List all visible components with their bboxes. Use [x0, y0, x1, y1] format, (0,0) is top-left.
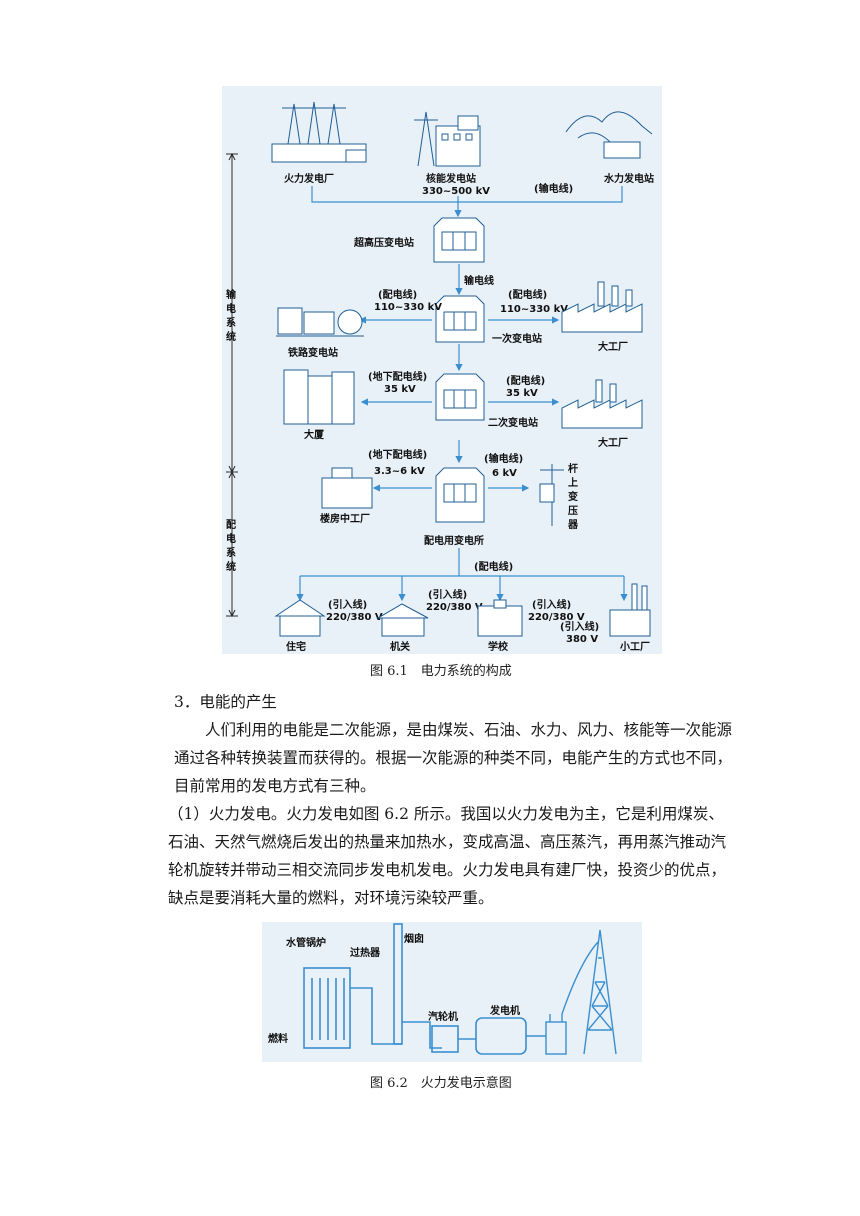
thermal-power-figure: 水管锅炉 过热器 烟囱 燃料 汽轮机 发电机	[262, 922, 642, 1062]
transmission-system-label-4: 统	[226, 330, 236, 343]
pole-transformer-label-4: 压	[568, 505, 578, 517]
transmission-line-label: (输电线)	[534, 182, 573, 195]
lead-in-voltage-4-label: 380 V	[566, 634, 598, 645]
secondary-substation-label: 二次变电站	[488, 416, 538, 429]
turbine-icon	[431, 1025, 476, 1053]
superheater-label: 过热器	[350, 946, 381, 959]
dist-voltage-right-label: 110~330 kV	[500, 304, 568, 315]
underground-line-2-label: (地下配电线)	[368, 448, 427, 461]
transmission-system-label-3: 系	[226, 316, 236, 329]
dist-voltage-35-label: 35 kV	[506, 388, 538, 399]
lead-in-4-label: (引入线)	[560, 620, 599, 633]
pole-transformer-label-1: 杆	[568, 462, 578, 475]
school-icon	[477, 599, 523, 637]
thermal-plant-icon	[271, 101, 367, 163]
big-factory-1-label: 大工厂	[598, 340, 628, 353]
nuclear-plant-icon	[414, 111, 481, 167]
railway-substation-label: 铁路变电站	[288, 346, 338, 359]
transmission-line-2-label: 输电线	[464, 274, 494, 287]
lead-in-voltage-2-label: 220/380 V	[426, 602, 483, 613]
power-system-figure: 火力发电厂 核能发电站 330~500 kV (输电线) 水力发电站 超高压变电…	[222, 86, 662, 654]
dist-line-bottom-label: (配电线)	[474, 560, 513, 573]
distribution-substation-icon	[435, 467, 485, 523]
paragraph-1: 人们利用的电能是二次能源，是由煤炭、石油、水力、风力、核能等一次能源通过各种转换…	[174, 721, 733, 795]
generator-icon	[475, 1017, 546, 1055]
fuel-label: 燃料	[268, 1032, 288, 1045]
residence-icon	[274, 599, 326, 637]
distribution-substation-label: 配电用变电所	[424, 534, 484, 547]
nuclear-plant-label: 核能发电站	[426, 172, 476, 185]
generator-label: 发电机	[489, 1004, 520, 1017]
lead-in-3-label: (引入线)	[532, 598, 571, 611]
figure1-caption: 图 6.1 电力系统的构成	[370, 664, 512, 679]
pole-transformer-icon	[539, 464, 564, 526]
power-system-diagram: 火力发电厂 核能发电站 330~500 kV (输电线) 水力发电站 超高压变电…	[226, 101, 654, 653]
turbine-label: 汽轮机	[428, 1010, 458, 1023]
distribution-system-label-4: 统	[226, 560, 236, 573]
distribution-bus	[296, 548, 628, 602]
school-label: 学校	[488, 640, 509, 653]
office-label: 机关	[390, 640, 410, 653]
system-bracket	[226, 152, 238, 618]
residence-label: 住宅	[286, 640, 306, 653]
dist-line-right-label: (配电线)	[508, 288, 547, 301]
small-factory-label: 小工厂	[619, 640, 650, 653]
lead-in-1-label: (引入线)	[328, 598, 367, 611]
hydro-plant-label: 水力发电站	[603, 172, 654, 185]
secondary-substation-icon	[435, 373, 485, 421]
building-label: 大厦	[304, 428, 325, 441]
transmission-system-label-2: 电	[226, 302, 236, 315]
boiler-label: 水管锅炉	[285, 936, 326, 949]
underground-line-1-label: (地下配电线)	[368, 370, 427, 383]
big-factory-2-icon	[561, 379, 643, 429]
pylon-icon	[561, 929, 617, 1055]
distribution-system-label-1: 配	[226, 519, 236, 531]
pole-transformer-label-2: 上	[568, 476, 578, 489]
underground-voltage-1-label: 35 kV	[384, 384, 416, 395]
office-icon	[376, 603, 429, 637]
boiler-icon	[303, 923, 442, 1049]
big-factory-2-label: 大工厂	[598, 436, 628, 449]
distribution-system-label-2: 电	[226, 532, 236, 545]
trans-line-6-label: (输电线)	[484, 452, 523, 465]
trans-voltage-6-label: 6 kV	[492, 468, 517, 479]
lead-in-2-label: (引入线)	[428, 588, 467, 601]
primary-substation-icon	[435, 295, 485, 343]
pole-transformer-label-5: 器	[567, 519, 579, 531]
transmission-bus	[311, 186, 623, 218]
pole-transformer-label-3: 变	[568, 490, 578, 503]
thermal-power-diagram: 水管锅炉 过热器 烟囱 燃料 汽轮机 发电机	[268, 923, 617, 1055]
mid-factory-label: 楼房中工厂	[320, 512, 370, 525]
dist-voltage-left-label: 110~330 kV	[374, 302, 442, 313]
paragraph-2: （1）火力发电。火力发电如图 6.2 所示。我国以火力发电为主，它是利用煤炭、石…	[168, 805, 727, 907]
ehv-substation-label: 超高压变电站	[353, 236, 414, 249]
primary-substation-label: 一次变电站	[492, 332, 542, 345]
distribution-system-label-3: 系	[226, 546, 236, 559]
transmission-system-label-1: 输	[226, 288, 237, 301]
dist-line-35-label: (配电线)	[506, 374, 545, 387]
lead-in-voltage-1-label: 220/380 V	[326, 612, 383, 623]
small-factory-icon	[609, 583, 651, 637]
mid-factory-icon	[321, 467, 373, 509]
chimney-label: 烟囱	[404, 932, 424, 945]
figure2-caption: 图 6.2 火力发电示意图	[370, 1076, 512, 1091]
dist-line-left-label: (配电线)	[378, 288, 417, 301]
hydro-plant-icon	[565, 111, 653, 159]
railway-substation-icon	[276, 307, 364, 337]
transformer-icon	[545, 1014, 567, 1055]
section-heading: 3．电能的产生	[174, 693, 277, 711]
big-factory-1-icon	[561, 281, 643, 333]
nuclear-voltage-label: 330~500 kV	[422, 186, 490, 197]
thermal-plant-label: 火力发电厂	[284, 172, 334, 185]
underground-voltage-2-label: 3.3~6 kV	[374, 466, 425, 477]
ehv-substation-icon	[433, 217, 485, 263]
building-icon	[283, 369, 355, 425]
lead-in-voltage-3-label: 220/380 V	[528, 612, 585, 623]
